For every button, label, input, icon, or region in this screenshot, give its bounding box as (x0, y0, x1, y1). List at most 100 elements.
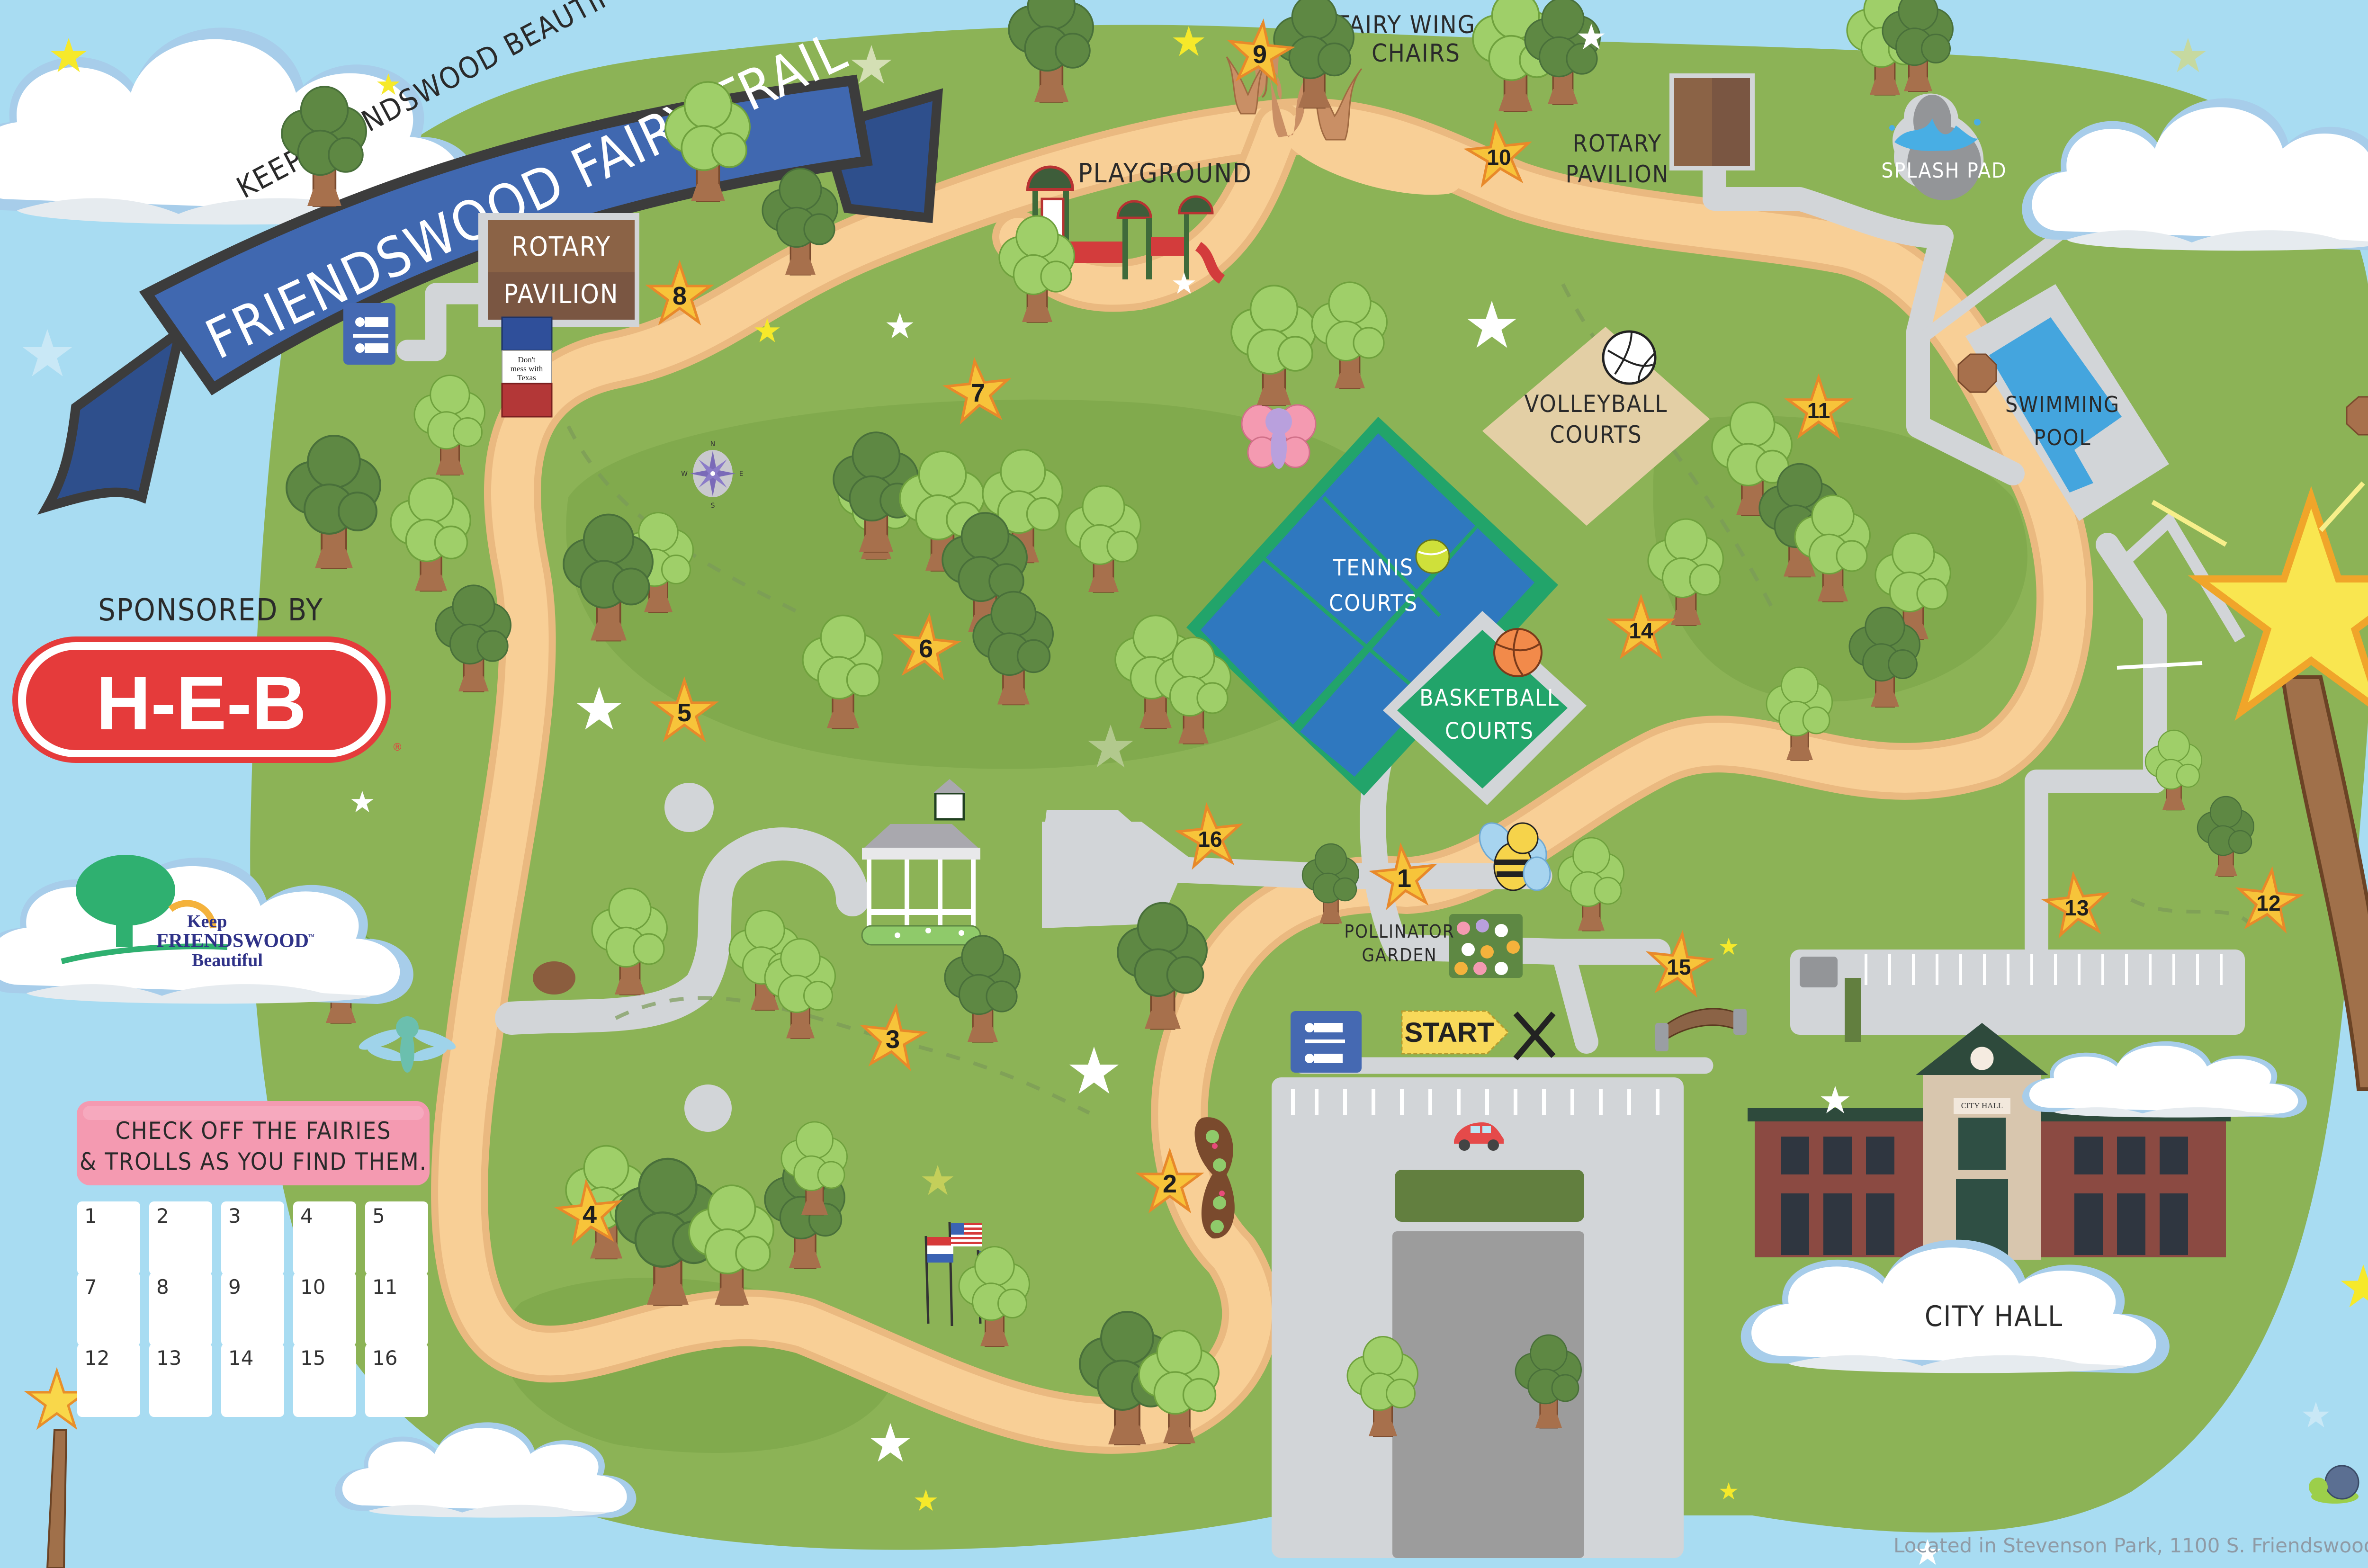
magic-wand-large (2117, 481, 2368, 1091)
city-hall-sign: CITY HALL (1961, 1101, 2003, 1110)
checklist-box-number: 3 (228, 1204, 241, 1228)
swimming-pool: SWIMMING POOL (1914, 194, 2368, 643)
svg-text:FAIRY WING: FAIRY WING (1337, 11, 1476, 39)
checklist-box-number: 7 (84, 1275, 97, 1299)
checklist-box-number: 15 (300, 1346, 325, 1370)
trail-star-4[interactable]: 4 (556, 1180, 623, 1244)
trail-star-14[interactable]: 14 (1610, 598, 1671, 656)
trail-star-number: 2 (1163, 1170, 1177, 1198)
butterfly-fairy-icon (1241, 404, 1317, 469)
checklist-box-2[interactable]: 2 (149, 1201, 212, 1275)
checklist-box-8[interactable]: 8 (149, 1272, 212, 1346)
red-car-icon (1454, 1122, 1504, 1151)
svg-text:™: ™ (308, 933, 314, 941)
trail-star-10[interactable]: 10 (1465, 121, 1532, 186)
svg-text:E: E (739, 470, 744, 478)
svg-text:ROTARY: ROTARY (1573, 130, 1662, 157)
rotary-pavilion-west: ROTARY PAVILION (478, 213, 639, 327)
rock (533, 961, 575, 995)
svg-text:mess with: mess with (511, 364, 543, 373)
checklist-box-number: 9 (228, 1275, 241, 1299)
checklist-box-7[interactable]: 7 (77, 1272, 140, 1346)
trail-star-8[interactable]: 8 (649, 264, 710, 322)
trail-star-1[interactable]: 1 (1371, 843, 1437, 908)
trail-star-number: 9 (1253, 40, 1267, 69)
svg-text:S: S (711, 502, 715, 510)
svg-text:TENNIS: TENNIS (1333, 555, 1414, 581)
svg-text:N: N (710, 440, 715, 448)
checklist-box-1[interactable]: 1 (77, 1201, 140, 1275)
svg-text:PAVILION: PAVILION (1566, 161, 1669, 188)
trail-star-16[interactable]: 16 (1176, 803, 1243, 868)
svg-text:PLAYGROUND: PLAYGROUND (1078, 158, 1252, 189)
trail-star-11[interactable]: 11 (1788, 377, 1849, 436)
fairy-checklist: CHECK OFF THE FAIRIES & TROLLS AS YOU FI… (77, 1101, 430, 1417)
checklist-box-10[interactable]: 10 (293, 1272, 356, 1346)
trail-star-number: 1 (1397, 864, 1411, 893)
checklist-box-number: 13 (156, 1346, 181, 1370)
trail-star-3[interactable]: 3 (860, 1004, 926, 1069)
svg-text:FRIENDSWOOD: FRIENDSWOOD (156, 930, 309, 952)
address-footer: Located in Stevenson Park, 1100 S. Frien… (1893, 1534, 2368, 1557)
svg-text:SWIMMING: SWIMMING (2005, 392, 2120, 417)
svg-text:Texas: Texas (517, 373, 536, 382)
checklist-box-16[interactable]: 16 (365, 1344, 428, 1417)
trail-star-13[interactable]: 13 (2043, 872, 2110, 936)
svg-text:POLLINATOR: POLLINATOR (1344, 921, 1454, 942)
umbrella-icon (1957, 353, 1997, 393)
start-label: START (1404, 1017, 1494, 1048)
dont-mess-with-texas-trash-can: Don't mess with Texas (501, 316, 553, 418)
sponsored-by-label: SPONSORED BY (98, 593, 323, 628)
checklist-box-number: 14 (228, 1346, 253, 1370)
trail-star-15[interactable]: 15 (1646, 931, 1713, 995)
svg-text:VOLLEYBALL: VOLLEYBALL (1525, 390, 1668, 418)
checklist-heading-line2: & TROLLS AS YOU FIND THEM. (80, 1148, 427, 1175)
svg-text:Keep: Keep (187, 912, 227, 932)
trail-star-12[interactable]: 12 (2235, 867, 2302, 932)
svg-text:W: W (681, 470, 688, 478)
walkways (396, 149, 2167, 1074)
start-sign[interactable]: START (1401, 1010, 1556, 1060)
checklist-box-number: 5 (372, 1204, 385, 1228)
svg-text:COURTS: COURTS (1329, 590, 1418, 617)
trail-star-number: 12 (2256, 891, 2280, 915)
checklist-box-11[interactable]: 11 (365, 1272, 428, 1346)
checklist-box-number: 11 (372, 1275, 397, 1299)
svg-text:PAVILION: PAVILION (503, 279, 619, 310)
checklist-box-12[interactable]: 12 (77, 1344, 140, 1417)
heb-logo-text: H-E-B (96, 661, 306, 745)
checklist-box-14[interactable]: 14 (221, 1344, 284, 1417)
svg-text:COURTS: COURTS (1550, 421, 1642, 448)
checklist-box-15[interactable]: 15 (293, 1344, 356, 1417)
checklist-box-13[interactable]: 13 (149, 1344, 212, 1417)
trail-star-number: 16 (1198, 827, 1222, 851)
svg-text:COURTS: COURTS (1445, 718, 1534, 744)
trail-star-7[interactable]: 7 (944, 358, 1011, 422)
svg-text:Beautiful: Beautiful (192, 950, 263, 970)
trail-star-6[interactable]: 6 (893, 614, 960, 678)
checklist-box-number: 8 (156, 1275, 169, 1299)
checklist-box-4[interactable]: 4 (293, 1201, 356, 1275)
keep-friendswood-beautiful-logo[interactable]: Keep FRIENDSWOOD ™ Beautiful (0, 855, 413, 1004)
svg-text:ROTARY: ROTARY (511, 232, 611, 262)
checklist-box-number: 16 (372, 1346, 397, 1370)
heb-logo[interactable]: H-E-B ® (12, 636, 403, 763)
checklist-box-number: 10 (300, 1275, 325, 1299)
trail-star-9[interactable]: 9 (1227, 19, 1293, 84)
checklist-box-3[interactable]: 3 (221, 1201, 284, 1275)
trail-star-5[interactable]: 5 (654, 681, 715, 739)
restroom-sign-south (1291, 1011, 1362, 1073)
checklist-box-5[interactable]: 5 (365, 1201, 428, 1275)
trail-star-2[interactable]: 2 (1139, 1152, 1200, 1210)
trail-star-number: 7 (971, 379, 985, 407)
city-hall-parking (1790, 950, 2245, 1042)
checklist-heading-line1: CHECK OFF THE FAIRIES (115, 1117, 391, 1145)
checklist-box-9[interactable]: 9 (221, 1272, 284, 1346)
trail-star-number: 13 (2064, 896, 2089, 920)
rotary-pavilion-east: ROTARY PAVILION (1566, 73, 1755, 188)
compass-rose-icon: N S E W (681, 440, 743, 510)
trail-star-number: 11 (1807, 398, 1830, 423)
svg-text:BASKETBALL: BASKETBALL (1419, 685, 1560, 711)
